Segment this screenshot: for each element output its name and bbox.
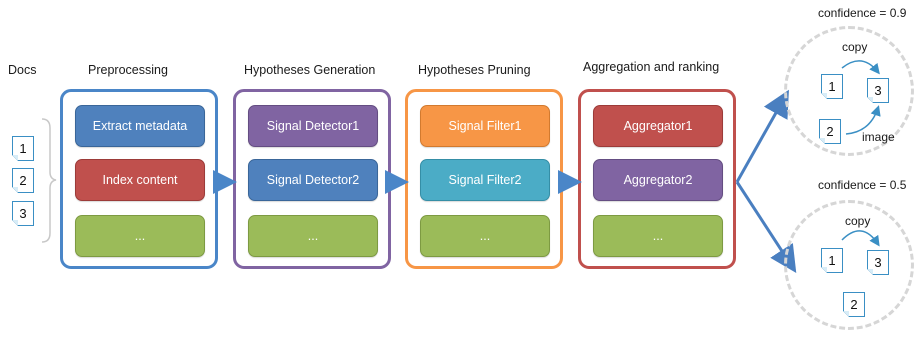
result-2-doc-1: 1: [821, 248, 843, 273]
box-pruning-more: ...: [420, 215, 550, 257]
doc-number: 2: [850, 297, 858, 312]
box-index-content: Index content: [75, 159, 205, 201]
result-1-doc-1: 1: [821, 74, 843, 99]
box-signal-detector-2: Signal Detector2: [248, 159, 378, 201]
box-generation-more: ...: [248, 215, 378, 257]
stage-preprocessing: Extract metadata Index content ...: [60, 89, 218, 269]
stage-hypotheses-pruning: Signal Filter1 Signal Filter2 ...: [405, 89, 563, 269]
confidence-label-1: confidence = 0.9: [818, 6, 907, 20]
stage-title-hypotheses-generation: Hypotheses Generation: [244, 63, 376, 77]
stage-title-aggregation-ranking: Aggregation and ranking: [583, 60, 720, 74]
input-doc-2: 2: [12, 168, 34, 193]
box-signal-detector-1: Signal Detector1: [248, 105, 378, 147]
doc-number: 3: [874, 83, 882, 98]
input-doc-1: 1: [12, 136, 34, 161]
box-aggregator-1: Aggregator1: [593, 105, 723, 147]
stage-title-hypotheses-pruning: Hypotheses Pruning: [418, 63, 531, 77]
doc-number: 2: [19, 173, 27, 188]
arrow-to-result-1: [735, 89, 789, 183]
result-circle-2: [784, 200, 914, 330]
box-extract-metadata: Extract metadata: [75, 105, 205, 147]
stage-hypotheses-generation: Signal Detector1 Signal Detector2 ...: [233, 89, 391, 269]
box-aggregation-more: ...: [593, 215, 723, 257]
edge-label-copy-2: copy: [845, 214, 871, 228]
doc-number: 1: [828, 79, 836, 94]
edge-label-copy-1: copy: [842, 40, 868, 54]
result-2-doc-3: 3: [867, 250, 889, 275]
result-2-doc-2: 2: [843, 292, 865, 317]
stage-aggregation-ranking: Aggregator1 Aggregator2 ...: [578, 89, 736, 269]
doc-number: 1: [828, 253, 836, 268]
result-1-doc-3: 3: [867, 78, 889, 103]
box-signal-filter-1: Signal Filter1: [420, 105, 550, 147]
docs-label: Docs: [8, 63, 37, 77]
doc-number: 3: [19, 206, 27, 221]
doc-number: 2: [826, 124, 834, 139]
box-preprocessing-more: ...: [75, 215, 205, 257]
result-circle-1: [784, 26, 914, 156]
doc-number: 1: [19, 141, 27, 156]
box-signal-filter-2: Signal Filter2: [420, 159, 550, 201]
confidence-label-2: confidence = 0.5: [818, 178, 907, 192]
doc-number: 3: [874, 255, 882, 270]
input-doc-3: 3: [12, 201, 34, 226]
stage-title-preprocessing: Preprocessing: [88, 63, 168, 77]
box-aggregator-2: Aggregator2: [593, 159, 723, 201]
result-1-doc-2: 2: [819, 119, 841, 144]
edge-label-image-1: image: [862, 130, 895, 144]
